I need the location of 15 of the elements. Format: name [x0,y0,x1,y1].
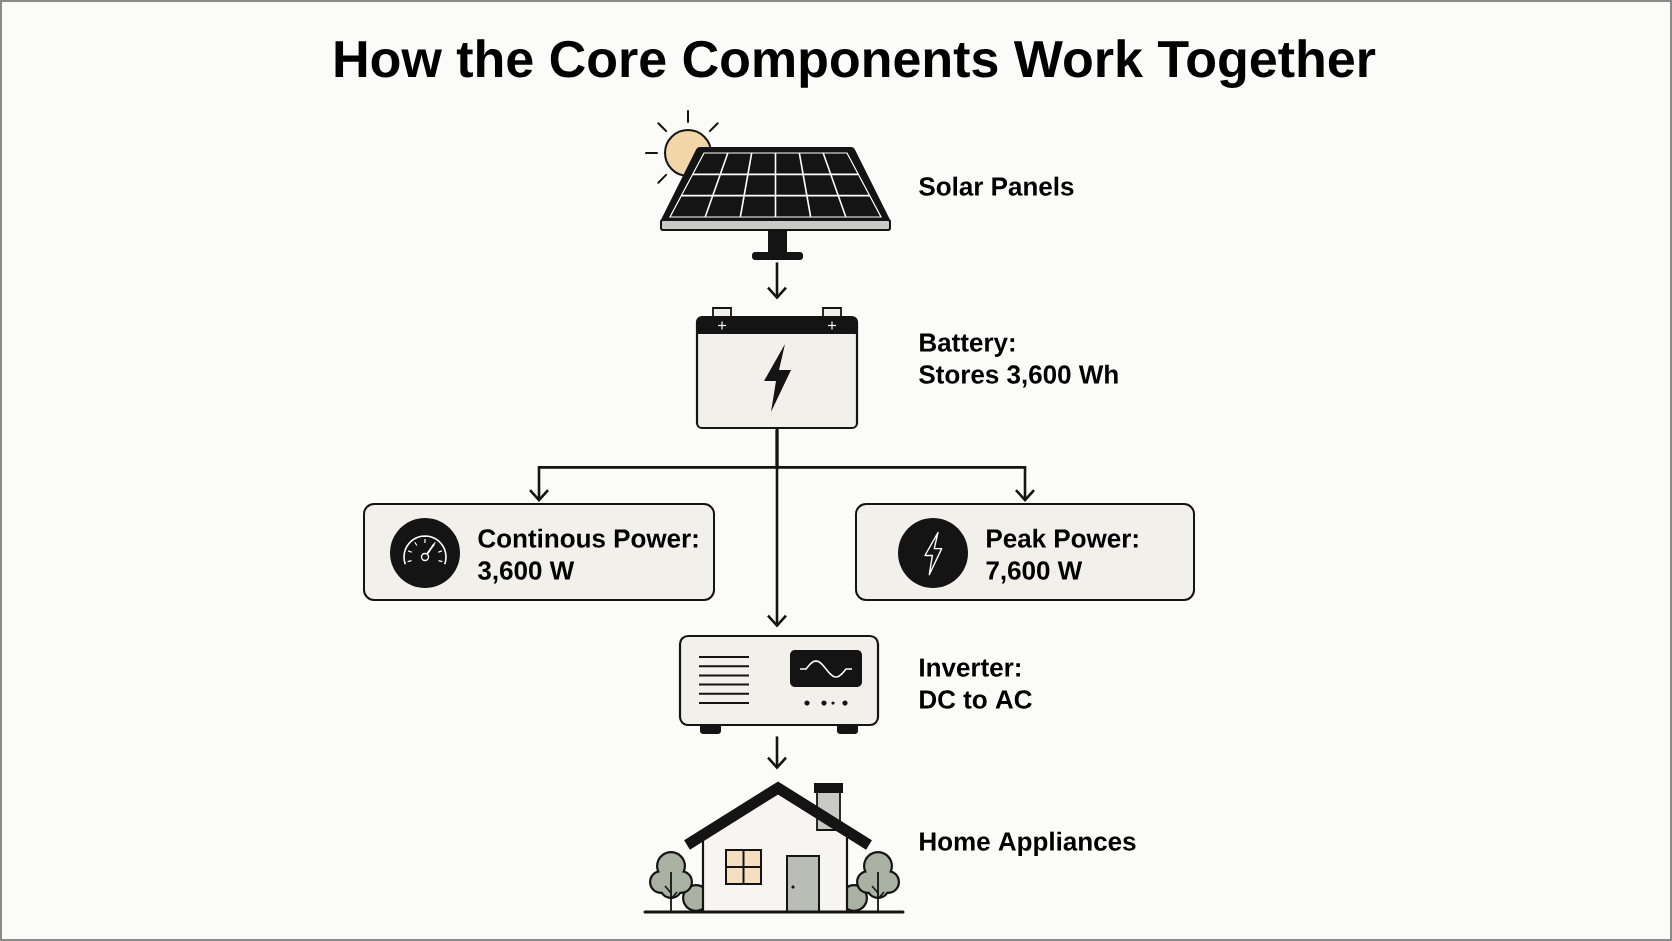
battery-picture [695,307,859,430]
arrow [775,428,1035,502]
component-label: Solar Panels [919,176,1074,196]
component-label: Stores 3,600 Wh [919,364,1118,388]
title: How the Core Components Work Together [335,39,1376,88]
arrow [767,262,787,300]
component-label: Inverter: [920,658,1020,677]
house-picture [643,781,905,914]
solar-panel-picture [645,110,891,260]
component-label: DC to AC [920,690,1032,709]
component-label: Battery: [920,333,1015,357]
arrow [767,736,787,770]
inverter-picture [678,634,880,734]
component-label: Home Appliances [920,831,1136,856]
arrow [767,430,787,628]
